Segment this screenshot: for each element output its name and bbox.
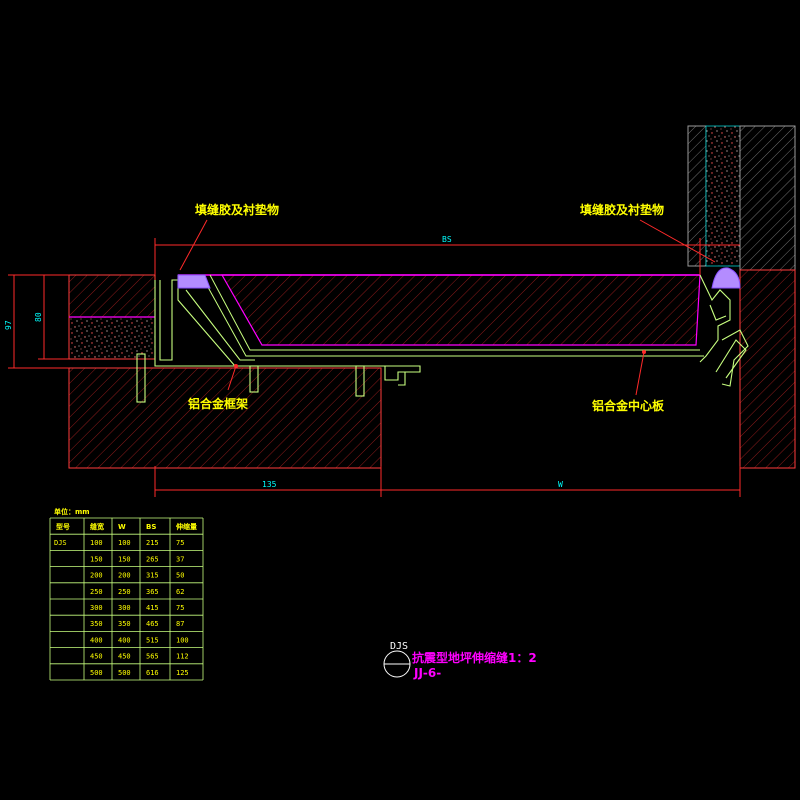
table-cell: 400 [118, 636, 131, 644]
table-header-cell: 缝宽 [90, 522, 104, 531]
table-header-cell: BS [146, 523, 156, 531]
detail-code: DJS [390, 641, 408, 652]
table-cell: 37 [176, 555, 184, 563]
dim-left-inner: 80 [34, 312, 43, 322]
table-cell: 400 [90, 636, 103, 644]
table-cell: 100 [118, 539, 131, 547]
center-plate [178, 274, 704, 357]
table-cell: 450 [118, 653, 131, 661]
filler-left [177, 274, 211, 289]
leader-dots [234, 350, 646, 368]
table-header-cell: 型号 [56, 522, 70, 531]
table-cell: 200 [118, 572, 131, 580]
table-cell: 500 [118, 669, 131, 677]
table-cell: 87 [176, 620, 184, 628]
table-cell: 250 [90, 588, 103, 596]
right-wall [687, 125, 796, 469]
table-cell: 365 [146, 588, 159, 596]
table-cell: 215 [146, 539, 159, 547]
table-header-cell: W [118, 523, 126, 531]
detail-title: 抗震型地坪伸缩缝1：2 [412, 650, 537, 665]
table-cell: 125 [176, 669, 189, 677]
table-cell: 50 [176, 572, 184, 580]
table-cell: 300 [90, 604, 103, 612]
right-frame [699, 274, 749, 387]
table-cell: 450 [90, 653, 103, 661]
table-cell: 250 [118, 588, 131, 596]
table-cell: 100 [176, 636, 189, 644]
table-cell: 315 [146, 572, 159, 580]
table-cell: 100 [90, 539, 103, 547]
detail-ref: JJ-6- [413, 666, 441, 680]
table-cell: 565 [146, 653, 159, 661]
dim-left-outer: 97 [4, 320, 13, 330]
spec-table: 单位：mm 型号 缝宽 W BS 伸缩量 DJS 100 100 215 75 150 150 265 3… [49, 507, 204, 681]
table-cell: 415 [146, 604, 159, 612]
frame-label: 铝合金框架 [188, 396, 248, 411]
table-cell: 515 [146, 636, 159, 644]
table-cell: 200 [90, 572, 103, 580]
filler-right-label: 填缝胶及衬垫物 [580, 202, 664, 217]
table-cell: 62 [176, 588, 184, 596]
center-plate-label: 铝合金中心板 [592, 398, 665, 413]
left-slab [68, 274, 382, 469]
table-cell: 150 [118, 555, 131, 563]
table-cell: 150 [90, 555, 103, 563]
table-cell: 300 [118, 604, 131, 612]
table-cell: 350 [118, 620, 131, 628]
dimension-lines [8, 219, 741, 497]
table-cell: 350 [90, 620, 103, 628]
table-cell: 75 [176, 604, 184, 612]
table-cell: 265 [146, 555, 159, 563]
dim-w: W [558, 480, 563, 489]
table-cell: 75 [176, 539, 184, 547]
dim-bs: BS [442, 235, 452, 244]
aluminium-frame [136, 275, 421, 403]
table-unit: 单位：mm [54, 507, 90, 516]
table-cell: 616 [146, 669, 159, 677]
table-cell: 112 [176, 653, 189, 661]
filler-left-label: 填缝胶及衬垫物 [195, 202, 279, 217]
table-cell: 465 [146, 620, 159, 628]
dim-135: 135 [262, 480, 277, 489]
filler-right [711, 267, 741, 289]
table-cell: DJS [54, 539, 67, 547]
table-cell: 500 [90, 669, 103, 677]
table-header-cell: 伸缩量 [175, 522, 197, 531]
title-block: DJS 抗震型地坪伸缩缝1：2 JJ-6- [383, 641, 537, 680]
